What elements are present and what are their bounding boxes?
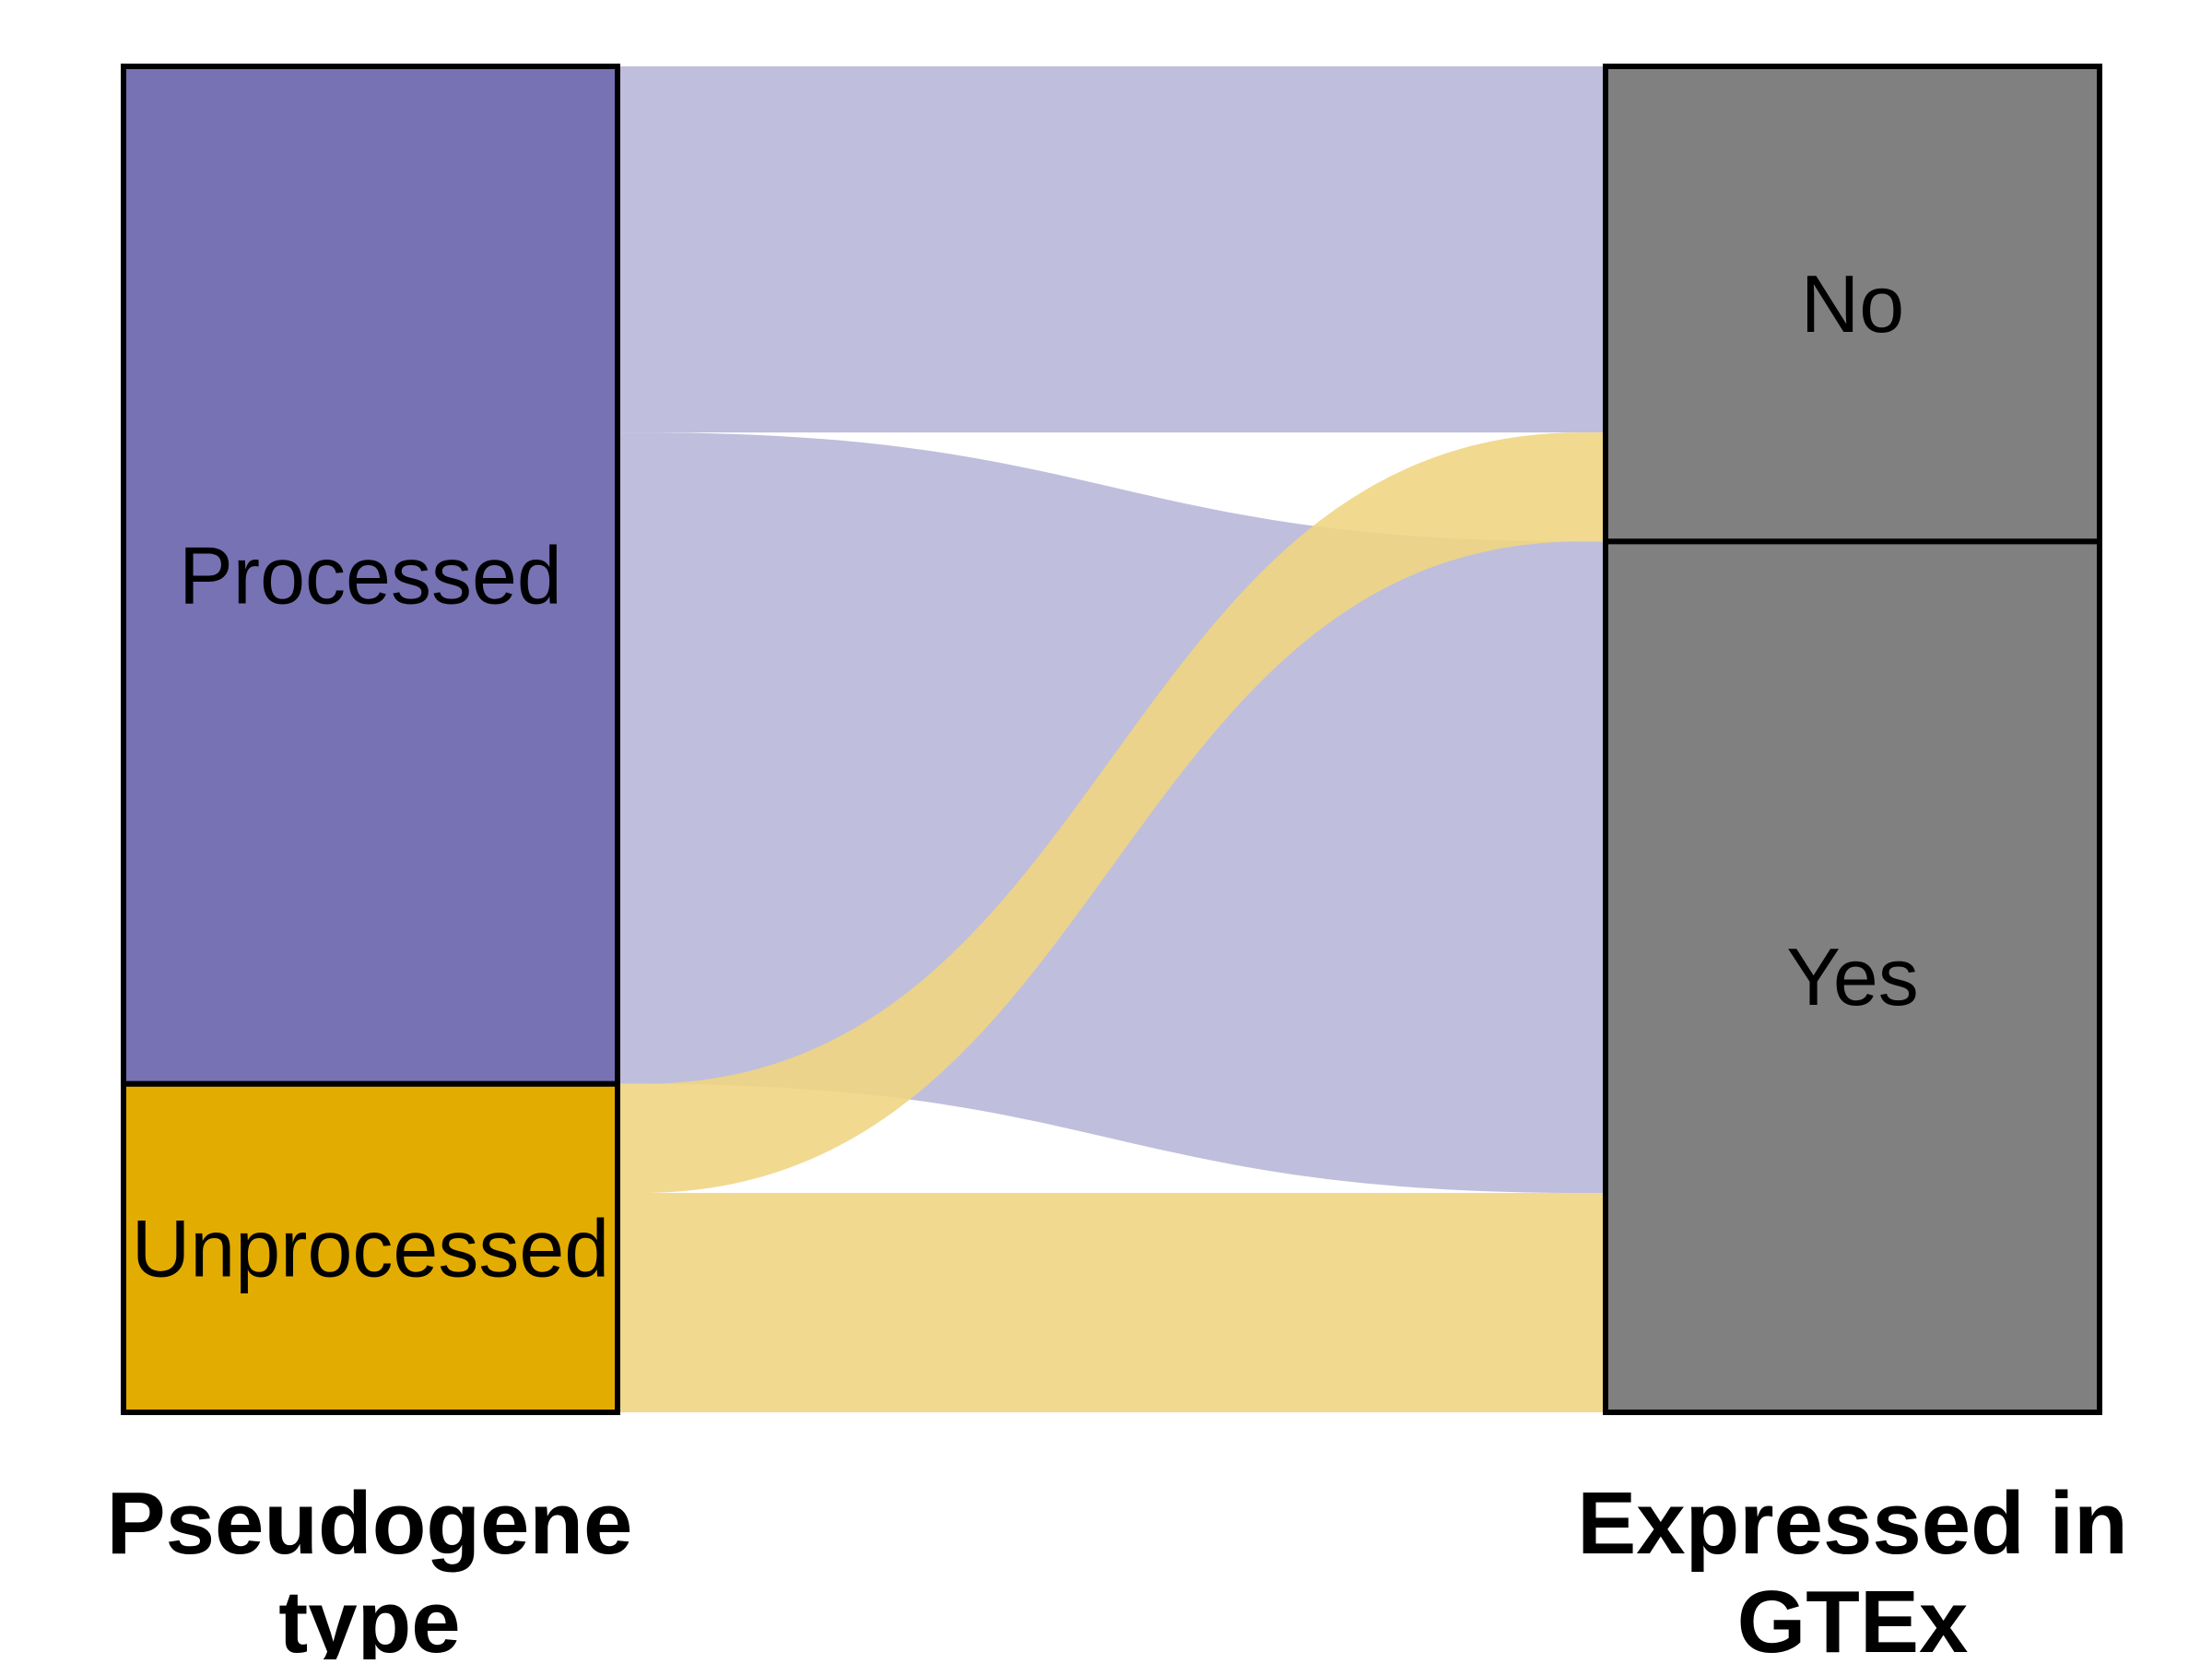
right-axis-label-line-1: Expressed in <box>1577 1474 2128 1573</box>
flow-unprocessed-to-no <box>618 432 1606 1194</box>
labels-layer: Pseudogene type Expressed in GTEx <box>107 1474 2128 1664</box>
left-axis-label-line-2: type <box>278 1573 460 1659</box>
right-node-no <box>1603 64 2102 545</box>
right-node-yes <box>1603 538 2102 1415</box>
left-axis-label-line-1: Pseudogene <box>107 1474 633 1573</box>
right-axis-label-line-2: GTEx <box>1737 1573 1969 1659</box>
right-node-label-no: No <box>1801 258 1905 349</box>
flow-processed-to-no <box>618 66 1606 433</box>
left-node-label-processed: Processed <box>179 529 562 620</box>
flows-layer <box>618 66 1606 1412</box>
left-node-unprocessed <box>121 1080 620 1415</box>
left-node-processed <box>121 64 620 1087</box>
right-node-label-yes: Yes <box>1786 931 1919 1022</box>
left-node-label-unprocessed: Unprocessed <box>132 1202 610 1293</box>
flow-unprocessed-to-yes <box>618 1193 1606 1412</box>
